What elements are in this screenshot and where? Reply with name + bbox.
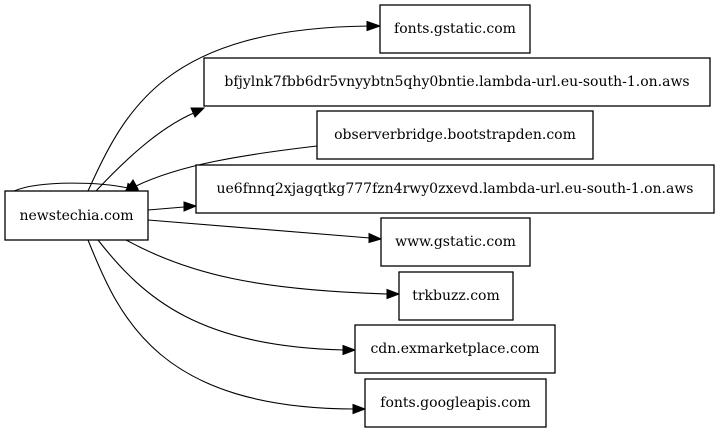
node-target-7-label: fonts.googleapis.com xyxy=(380,395,530,411)
edge-to-target-6 xyxy=(97,239,345,351)
node-target-7[interactable]: fonts.googleapis.com xyxy=(364,378,547,428)
node-target-1-box xyxy=(203,57,711,107)
node-target-3[interactable]: ue6fnnq2xjagqtkg777fzn4rwy0zxevd.lambda-… xyxy=(195,164,715,214)
node-target-5-label: trkbuzz.com xyxy=(412,288,500,304)
edges xyxy=(13,20,401,415)
edge-to-target-7-arrowhead xyxy=(352,403,367,415)
node-target-5-box xyxy=(398,271,514,321)
edge-to-target-3-arrowhead xyxy=(183,201,198,212)
node-target-0-box xyxy=(379,4,531,54)
edge-to-target-0 xyxy=(87,25,371,192)
node-target-1[interactable]: bfjylnk7fbb6dr5vnyybtn5qhy0bntie.lambda-… xyxy=(203,57,711,107)
edge-to-target-5-arrowhead xyxy=(386,288,401,300)
edge-to-target-7 xyxy=(87,239,355,410)
node-target-4-label: www.gstatic.com xyxy=(395,234,516,250)
node-target-0[interactable]: fonts.gstatic.com xyxy=(379,4,531,54)
node-target-4[interactable]: www.gstatic.com xyxy=(380,217,531,267)
edge-to-target-1 xyxy=(95,111,197,192)
node-target-2-label: observerbridge.bootstrapden.com xyxy=(334,127,576,143)
edge-to-target-1-arrowhead xyxy=(190,107,206,118)
node-target-0-label: fonts.gstatic.com xyxy=(394,21,516,37)
node-source[interactable]: newstechia.com xyxy=(4,190,149,241)
node-target-3-label: ue6fnnq2xjagqtkg777fzn4rwy0zxevd.lambda-… xyxy=(217,181,694,197)
node-target-6-label: cdn.exmarketplace.com xyxy=(370,341,539,357)
nodes: newstechia.com fonts.gstatic.com bfjylnk… xyxy=(4,4,715,428)
node-target-5[interactable]: trkbuzz.com xyxy=(398,271,514,321)
edge-to-target-0-arrowhead xyxy=(366,20,382,32)
edge-to-target-2-arrowhead xyxy=(124,179,139,191)
edge-to-target-3 xyxy=(147,206,185,211)
node-source-box xyxy=(4,190,149,241)
node-source-label: newstechia.com xyxy=(19,208,133,224)
node-target-1-label: bfjylnk7fbb6dr5vnyybtn5qhy0bntie.lambda-… xyxy=(224,74,689,90)
edge-to-target-4 xyxy=(147,219,371,239)
node-target-2-box xyxy=(316,110,594,160)
node-target-4-box xyxy=(380,217,531,267)
node-target-2[interactable]: observerbridge.bootstrapden.com xyxy=(316,110,594,160)
node-target-6[interactable]: cdn.exmarketplace.com xyxy=(354,324,556,374)
edge-to-target-4-arrowhead xyxy=(368,232,383,244)
node-target-7-box xyxy=(364,378,547,428)
node-target-6-box xyxy=(354,324,556,374)
edge-self-loop xyxy=(13,182,129,192)
node-target-3-box xyxy=(195,164,715,214)
edge-to-target-6-arrowhead xyxy=(342,344,357,356)
edge-to-target-2 xyxy=(135,145,318,187)
edge-to-target-5 xyxy=(125,239,389,295)
